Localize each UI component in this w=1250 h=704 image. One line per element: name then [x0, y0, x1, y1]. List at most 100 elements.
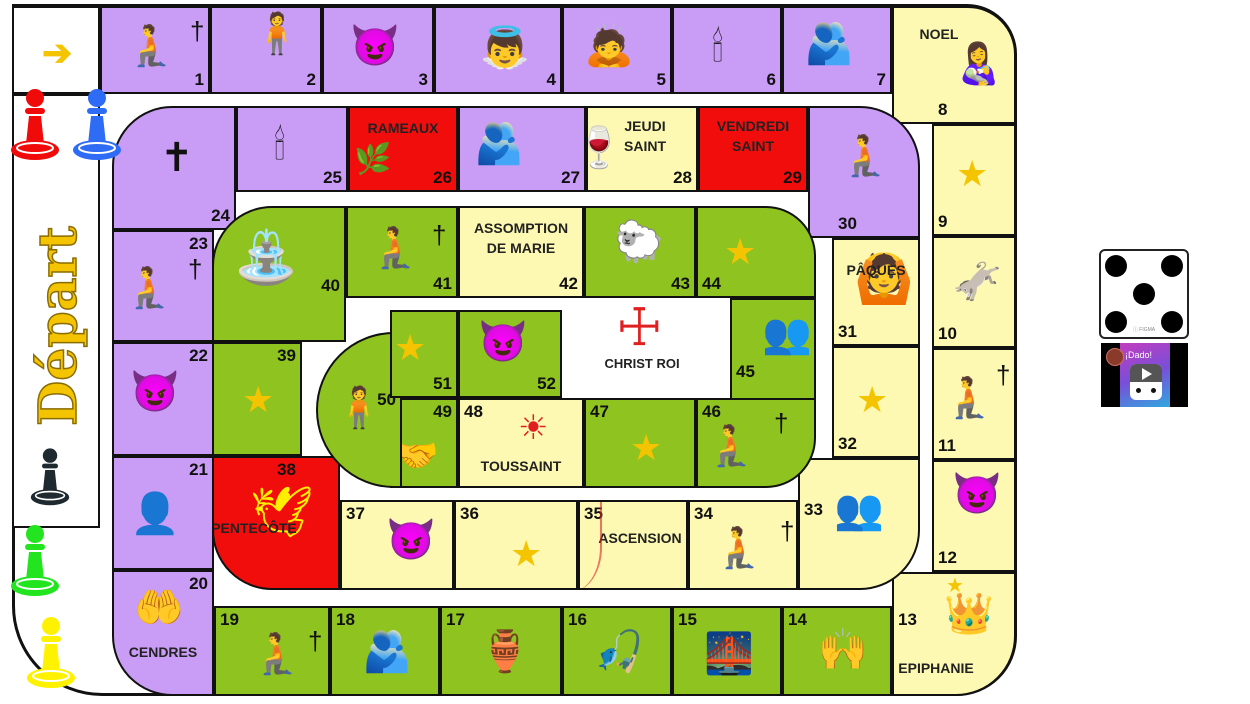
dice-pip — [1105, 311, 1127, 333]
cell-10[interactable]: 🫏 10 — [932, 236, 1016, 348]
star-icon: ★ — [510, 533, 543, 574]
cell-34[interactable]: 🧎 † 34 — [688, 500, 798, 590]
cell-15[interactable]: 🌉 15 — [672, 606, 782, 696]
cell-9[interactable]: ★ 9 — [932, 124, 1016, 236]
cell-27[interactable]: 🫂 27 — [458, 106, 586, 192]
transfiguration-icon: ✝ — [160, 136, 194, 180]
cell-20[interactable]: 🤲 20 CENDRES — [112, 570, 214, 696]
cell-25[interactable]: 🕯 25 — [236, 106, 348, 192]
dado-app-button[interactable]: ¡Dado! — [1101, 343, 1188, 407]
ashes-icon: 🤲 — [134, 586, 184, 630]
cell-28[interactable]: JEUDI SAINT 🍷 28 — [586, 106, 698, 192]
cell-6[interactable]: 🕯 6 — [672, 6, 782, 94]
cell-43[interactable]: 🐑 43 — [584, 206, 696, 298]
cell-46[interactable]: 🧎 † 46 — [696, 398, 816, 488]
star-icon: ★ — [946, 575, 964, 597]
cell-4[interactable]: 👼 4 — [434, 6, 562, 94]
all-saints-icon: ☀ — [518, 409, 549, 447]
woman-kneeling-icon: 🙇 — [584, 24, 634, 68]
play-dice-icon — [1130, 364, 1162, 400]
cell-11[interactable]: 🧎 † 11 — [932, 348, 1016, 460]
cell-41[interactable]: 🧎 † 41 — [346, 206, 458, 298]
jesus-standing-icon: 🧍 — [334, 386, 384, 430]
dice-pip — [1161, 255, 1183, 277]
cell-18[interactable]: 🫂 18 — [330, 606, 440, 696]
devil-icon: 😈 — [350, 24, 400, 68]
cell-32[interactable]: ★ 32 — [832, 346, 920, 458]
cross-icon: † — [774, 408, 789, 438]
cell-26[interactable]: RAMEAUX 🌿 26 — [348, 106, 458, 192]
dice-pip — [1105, 255, 1127, 277]
cell-7[interactable]: 🫂 7 — [782, 6, 892, 94]
devil-icon: 😈 — [478, 320, 528, 364]
kneeling-prayer-icon: 🧎 — [714, 526, 764, 570]
cell-21[interactable]: 👤 21 — [112, 456, 214, 570]
pawn-green[interactable] — [10, 522, 60, 602]
good-shepherd-icon: 🐑 — [614, 220, 664, 264]
cell-36[interactable]: ★ 36 — [454, 500, 578, 590]
pawn-blue[interactable] — [72, 86, 122, 166]
cell-12[interactable]: 😈 12 — [932, 460, 1016, 572]
cell-48[interactable]: ☀ 48 TOUSSAINT — [458, 398, 584, 488]
wedding-cana-icon: 🏺 — [480, 630, 530, 674]
dice-pip — [1161, 311, 1183, 333]
star-icon: ★ — [724, 231, 757, 272]
cell-42[interactable]: ASSOMPTION DE MARIE 42 — [458, 206, 584, 298]
healing-icon: 🙌 — [818, 628, 868, 672]
kneeling-prayer-icon: 🧎 — [944, 376, 994, 420]
cell-35[interactable]: 35 ASCENSION — [578, 500, 688, 590]
dove-icon: 🕊 — [250, 484, 314, 540]
cell-17[interactable]: 🏺 17 — [440, 606, 562, 696]
cell-39[interactable]: ★ 39 — [212, 342, 302, 456]
cell-2[interactable]: 🧍 2 — [210, 6, 322, 94]
cell-45[interactable]: 👥 45 — [730, 298, 816, 408]
cell-13[interactable]: ★ 👑 13 EPIPHANIE — [892, 572, 1016, 696]
cell-44[interactable]: ★ 44 — [696, 206, 816, 298]
cell-1[interactable]: 🧎 † 1 — [100, 6, 210, 94]
cell-22[interactable]: 😈 22 — [112, 342, 214, 456]
cell-19[interactable]: 🧎 † 19 — [214, 606, 330, 696]
pawn-black[interactable] — [30, 446, 70, 510]
cell-47[interactable]: ★ 47 — [584, 398, 696, 488]
preacher-crowd-icon: 🧍 — [252, 12, 302, 56]
cell-40[interactable]: ⛲ 40 — [212, 206, 346, 342]
cell-16[interactable]: 🎣 16 — [562, 606, 672, 696]
devil-icon: 😈 — [386, 518, 436, 562]
cell-24[interactable]: ✝ 24 — [112, 106, 236, 230]
dado-title: ¡Dado! — [1125, 350, 1153, 360]
cell-38[interactable]: 🕊 38 PENTECÔTE — [212, 456, 340, 590]
cell-14[interactable]: 🙌 14 — [782, 606, 892, 696]
pawn-red[interactable] — [10, 86, 60, 166]
angel-annunciation-icon: 👼 — [480, 26, 530, 70]
cell-51[interactable]: ★ 51 — [390, 310, 458, 398]
cross-icon: † — [780, 516, 795, 546]
cell-29[interactable]: VENDREDI SAINT 29 — [698, 106, 808, 192]
cell-31[interactable]: 🙆 PÂQUES 31 — [832, 238, 920, 346]
cross-icon: † — [188, 254, 203, 284]
cell-52[interactable]: 😈 52 — [458, 310, 562, 398]
christ-roi-cell[interactable]: ☩ CHRIST ROI — [586, 298, 698, 398]
cell-5[interactable]: 🙇 5 — [562, 6, 672, 94]
dice[interactable]: ⓘ FIGMA — [1099, 249, 1189, 339]
nativity-icon: 👩‍🍼 — [954, 42, 1004, 86]
cell-23[interactable]: 🧎 † 23 — [112, 230, 214, 342]
pawn-yellow[interactable] — [26, 614, 76, 694]
avatar — [1106, 348, 1124, 366]
kneeling-prayer-icon: 🧎 — [126, 24, 176, 68]
kneeling-prayer-icon: 🧎 — [840, 134, 890, 178]
bridge-icon: 🌉 — [704, 632, 754, 676]
arrow-right-icon: ➔ — [42, 32, 73, 73]
palm-branch-icon: 🌿 — [354, 143, 392, 176]
kneeling-prayer-icon: 🧎 — [252, 632, 302, 676]
cell-3[interactable]: 😈 3 — [322, 6, 434, 94]
start-arrow-cell: ➔ — [12, 6, 100, 94]
star-icon: ★ — [242, 379, 275, 420]
cell-33[interactable]: 👥 33 — [798, 458, 920, 590]
good-samaritan-icon: 🤝 — [396, 437, 439, 475]
ascension-icon — [580, 502, 602, 588]
cell-37[interactable]: 😈 37 — [340, 500, 454, 590]
cell-30[interactable]: 🧎 30 — [808, 106, 920, 238]
flight-to-egypt-icon: 🫏 — [952, 260, 1002, 304]
confession-icon: 🫂 — [474, 122, 524, 166]
cell-8[interactable]: NOEL 👩‍🍼 8 — [892, 6, 1016, 124]
